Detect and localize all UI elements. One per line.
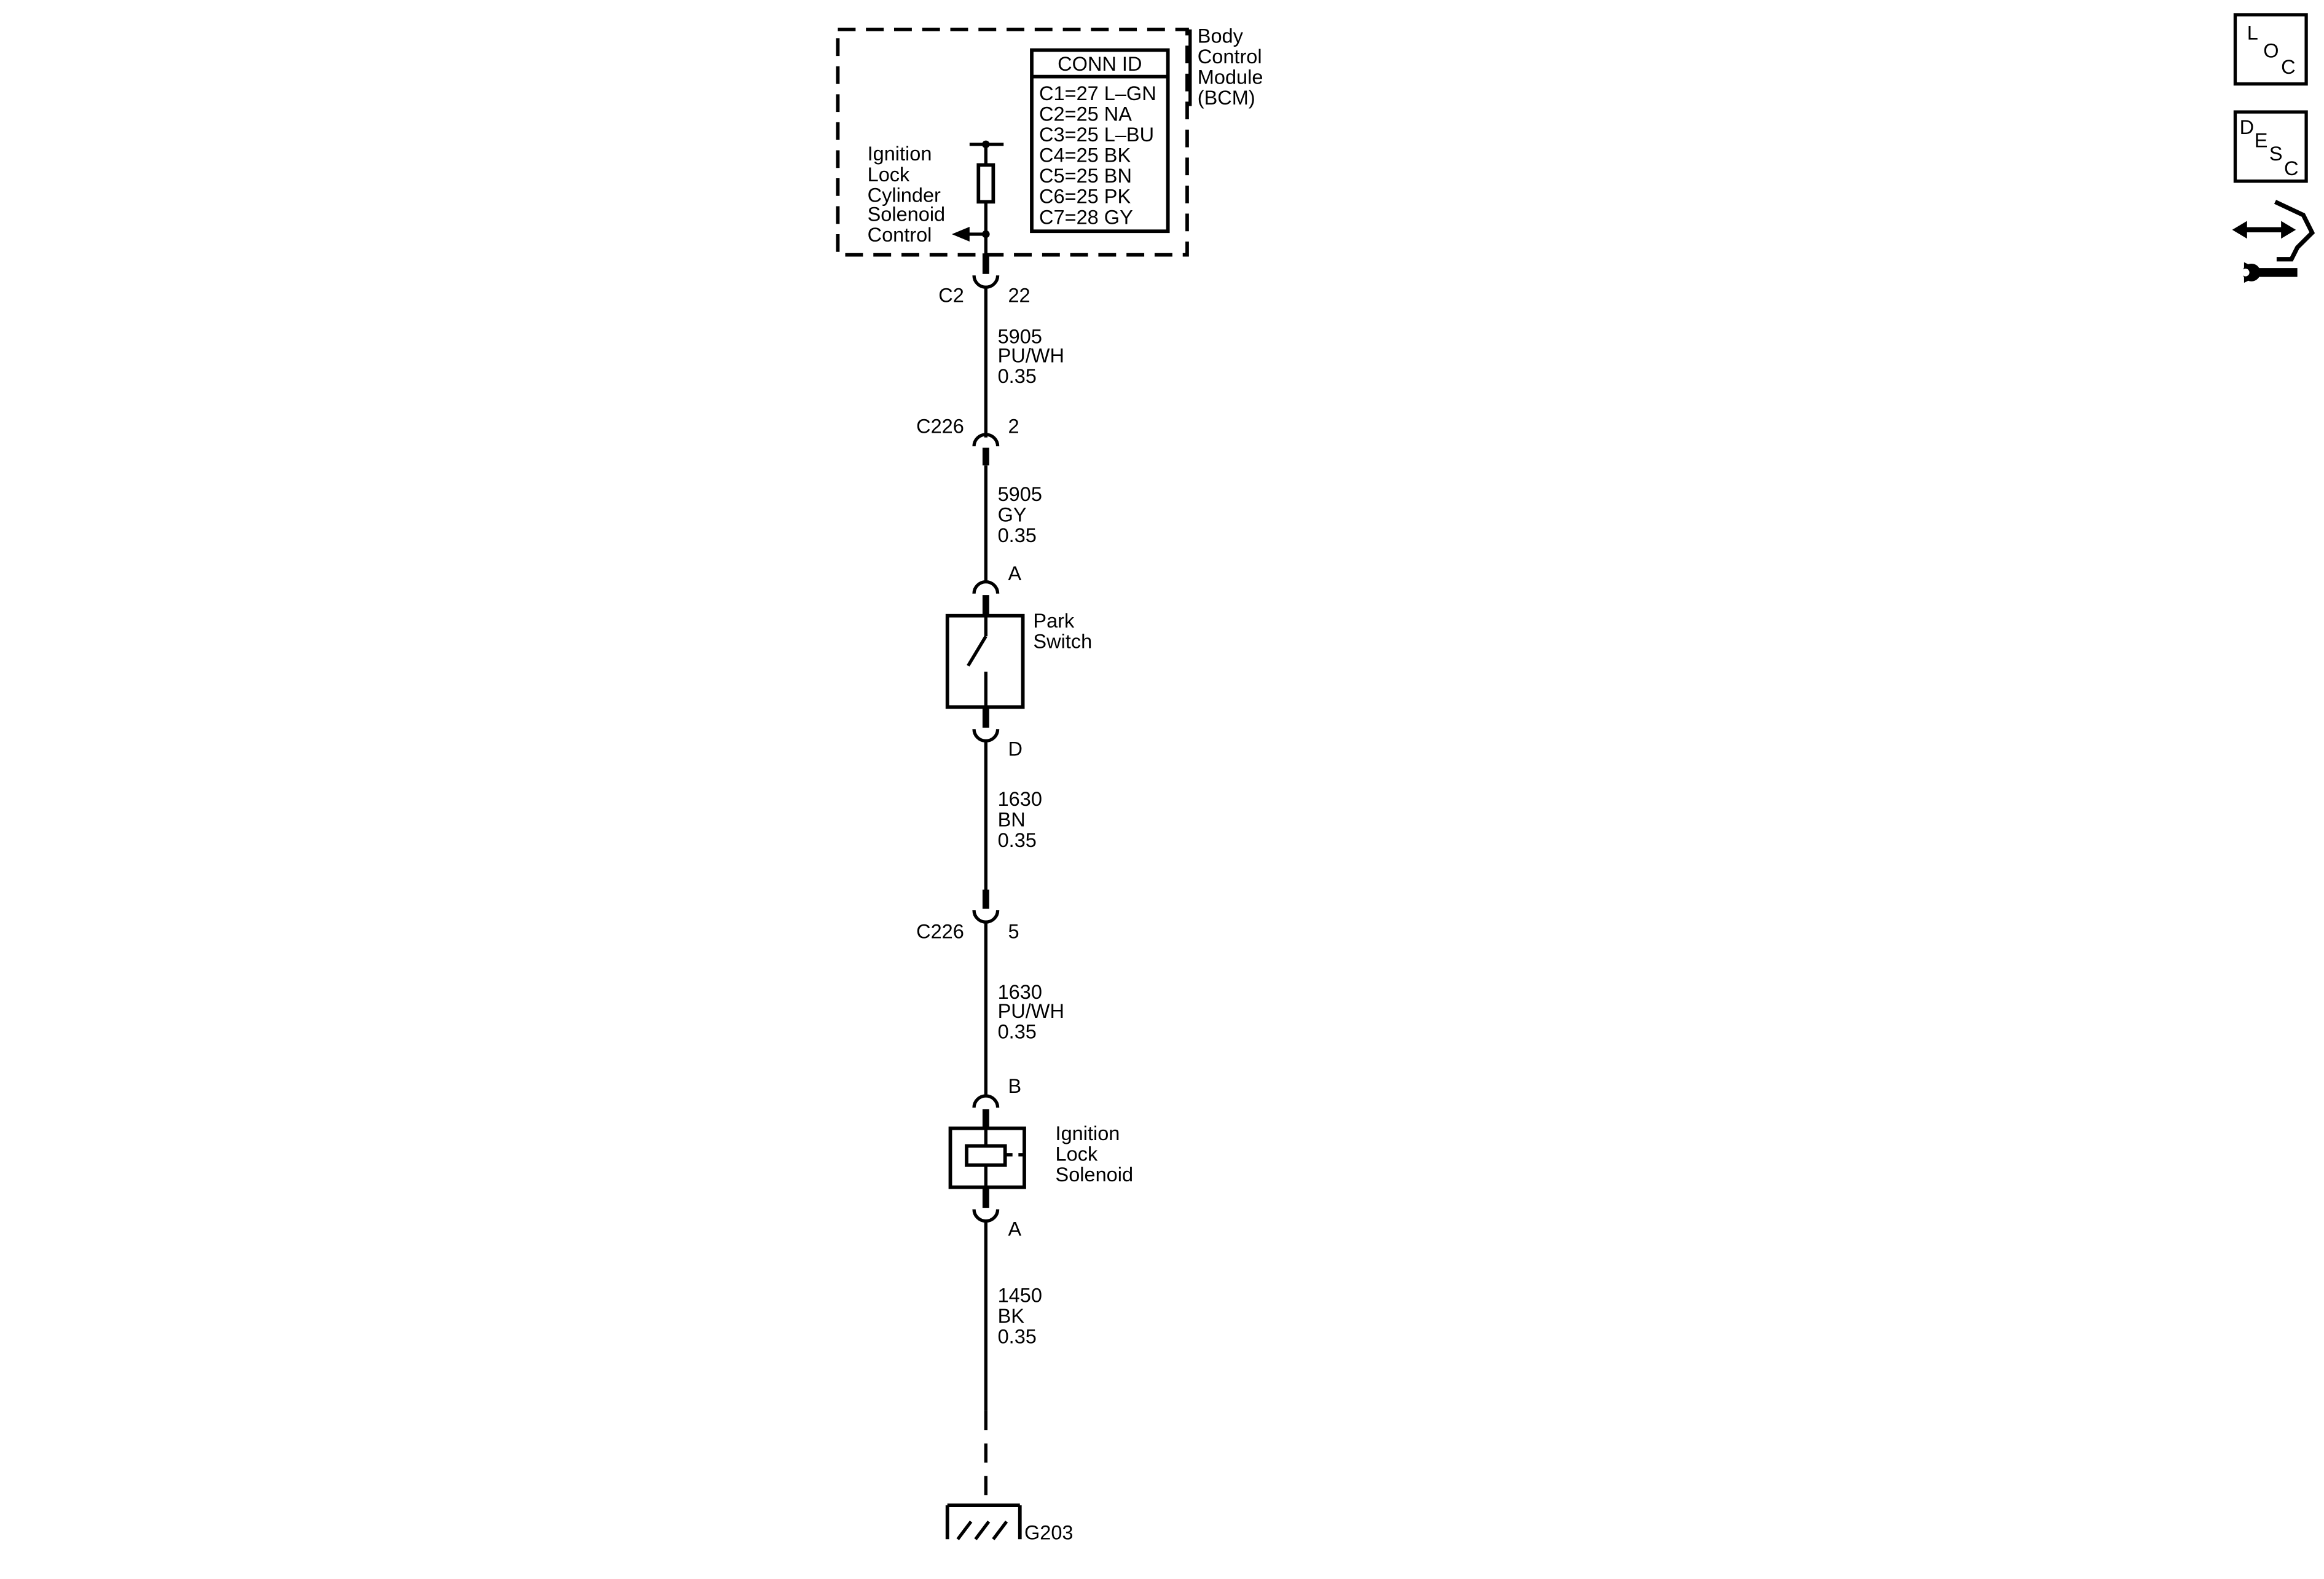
connector-label: C226 [916,415,964,438]
pin-label: 5 [1008,921,1019,943]
conn-id-row: C5=25 BN [1039,165,1132,187]
loc-letter: C [2281,56,2295,78]
circuit-number: 5905 [998,483,1042,505]
switch-contact-icon [967,635,987,667]
connector-c226-pin-5: C226 5 [916,889,1019,943]
pin-label: 22 [1008,284,1030,306]
pin-label: A [1008,562,1021,585]
wire-color: PU/WH [998,1000,1064,1022]
solenoid-coil-icon [965,1144,1007,1167]
wire-color: GY [998,503,1027,526]
loc-letter: O [2263,40,2279,62]
wire-gauge: 0.35 [998,829,1037,851]
ignition-lock-solenoid: B A Ignition Lock Solenoid [948,1075,1134,1240]
bcm-name-line-2: Control [1198,45,1262,68]
loc-icon[interactable]: L O C [2233,13,2308,86]
pin-label: 2 [1008,415,1019,438]
conn-id-row: C3=25 L–BU [1039,124,1154,146]
female-terminal [972,580,1000,594]
wire-color: PU/WH [998,345,1064,367]
connector-label: C226 [916,921,964,943]
connector-c226-pin-2: C226 2 [916,415,1019,466]
female-terminal [972,433,1000,447]
wire-gauge: 0.35 [998,524,1037,546]
desc-letter: D [2240,116,2254,138]
conn-id-row: C1=27 L–GN [1039,82,1156,104]
circuit-number: 5905 [998,325,1042,347]
wire-color: BN [998,808,1026,830]
female-terminal [972,275,1000,289]
pin-label: D [1008,738,1022,760]
connector-c2: C2 22 [938,253,1030,306]
bcm-name-line-1: Body [1198,25,1244,47]
desc-letter: E [2255,130,2268,152]
connector-wrench-icon[interactable] [2232,200,2315,283]
park-switch-label-2: Switch [1033,631,1092,653]
loc-letter: L [2247,22,2258,44]
wire-color: BK [998,1305,1025,1327]
pin-label: A [1008,1218,1021,1240]
wire-label-3: 1630 BN 0.35 [998,788,1042,851]
pull-up-resistor [976,163,995,204]
control-label-line-5: Control [868,224,932,246]
desc-icon[interactable]: D E S C [2233,110,2308,183]
wire-label-5: 1450 BK 0.35 [998,1285,1042,1348]
wire-label-1: 5905 PU/WH 0.35 [998,325,1064,387]
park-switch: A D Park Switch [945,562,1092,760]
bcm-name-line-4: (BCM) [1198,87,1255,109]
solenoid-label-3: Solenoid [1056,1164,1134,1186]
connector-label: C2 [938,284,964,306]
conn-id-row: C6=25 PK [1039,186,1131,208]
circuit-number: 1630 [998,981,1042,1003]
desc-letter: S [2269,143,2283,165]
control-label-line-4: Solenoid [868,203,946,226]
solenoid-label-1: Ignition [1056,1122,1120,1144]
ground-label: G203 [1024,1521,1074,1543]
conn-id-row: C2=25 NA [1039,103,1132,125]
desc-letter: C [2284,157,2298,179]
wire-gauge: 0.35 [998,1021,1037,1043]
solenoid-label-2: Lock [1056,1143,1098,1165]
female-terminal [972,729,1000,742]
conn-id-title: CONN ID [1058,53,1142,75]
ground-hatch-icon [956,1520,973,1540]
ignition-lock-cylinder-solenoid-control: Ignition Lock Cylinder Solenoid Control [868,140,1004,262]
pin-label: B [1008,1075,1021,1097]
circuit-number: 1450 [998,1285,1042,1307]
conn-id-table: CONN ID C1=27 L–GN C2=25 NA C3=25 L–BU C… [1030,48,1170,234]
control-label-line-3: Cylinder [868,184,941,206]
control-label-line-1: Ignition [868,143,932,165]
arrow-left-icon [951,227,970,242]
wire-gauge: 0.35 [998,1326,1037,1348]
wire-label-4: 1630 PU/WH 0.35 [998,981,1064,1043]
circuit-number: 1630 [998,788,1042,810]
control-label-line-2: Lock [868,163,910,186]
female-terminal [972,1094,1000,1108]
ground-g203: G203 [945,1503,1074,1543]
conn-id-row: C4=25 BK [1039,144,1131,167]
wire-label-2: 5905 GY 0.35 [998,483,1042,546]
conn-id-row: C7=28 GY [1039,206,1133,228]
female-terminal [972,1209,1000,1223]
bcm-name-line-3: Module [1198,66,1263,89]
body-control-module: Body Control Module (BCM) CONN ID C1=27 … [836,25,1263,262]
wire-gauge: 0.35 [998,365,1037,387]
bcm-dashed-outline [836,28,1189,257]
female-terminal [972,910,1000,924]
park-switch-label-1: Park [1033,610,1075,632]
